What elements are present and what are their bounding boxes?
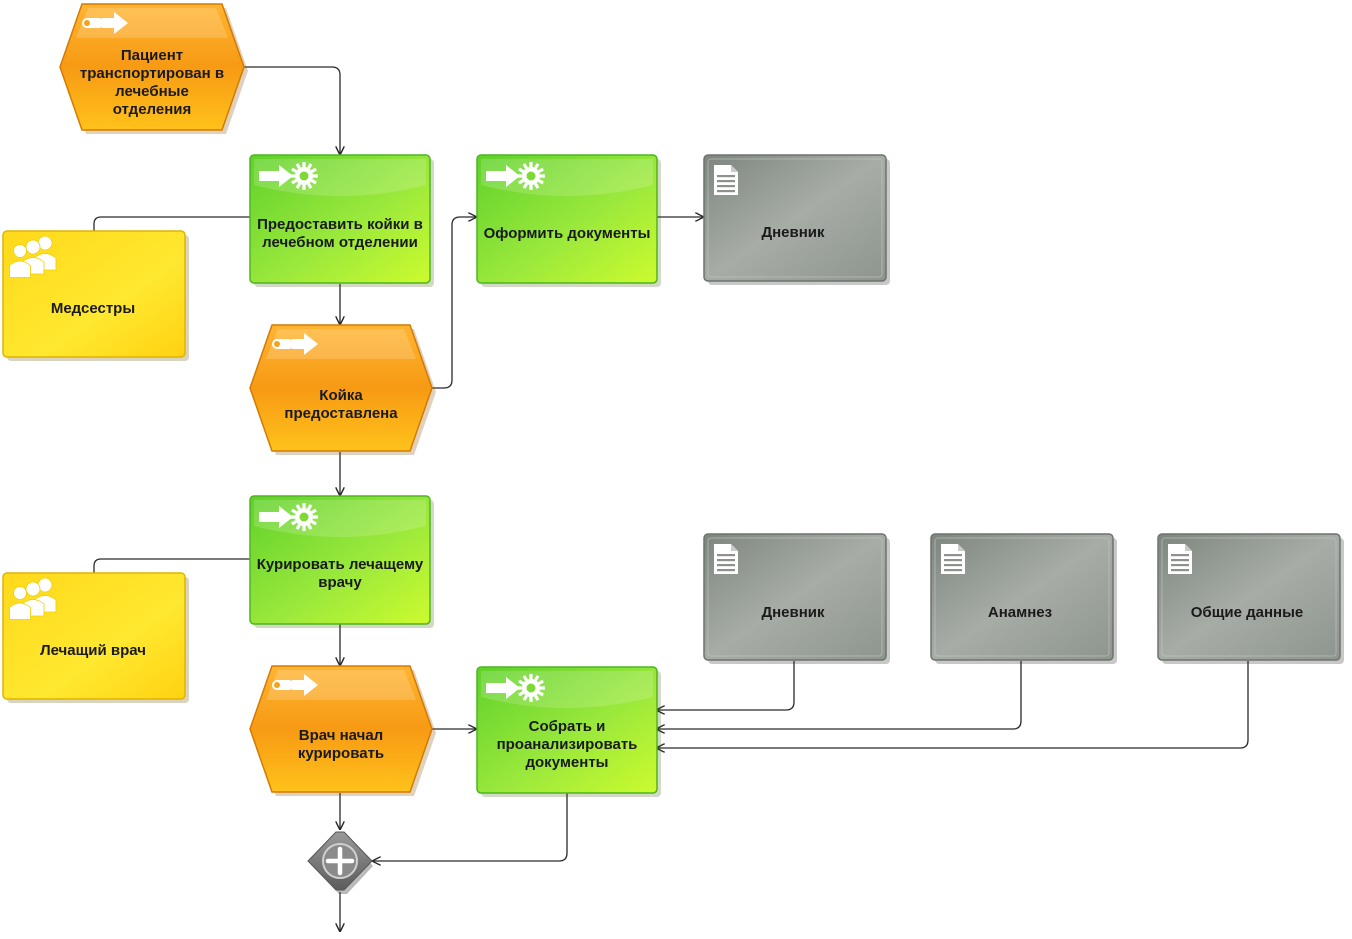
document-icon — [714, 165, 738, 195]
org-unit-node[interactable] — [2, 572, 189, 703]
event-node[interactable] — [59, 3, 248, 134]
events — [59, 3, 436, 796]
event-node[interactable] — [249, 665, 436, 796]
function-node[interactable] — [249, 495, 434, 628]
function-icon — [486, 162, 545, 190]
function-icon — [486, 674, 545, 702]
people-icon — [9, 577, 57, 620]
edge-org1-func1 — [93, 216, 250, 231]
document-node[interactable] — [930, 533, 1117, 664]
event-icon — [82, 12, 128, 34]
document-icon — [714, 544, 738, 574]
and-gateway[interactable] — [307, 831, 373, 894]
edge-doc3-func4 — [656, 661, 1022, 729]
edge-event2-func2 — [430, 217, 477, 389]
event-node[interactable] — [249, 324, 436, 455]
edge-func4-gateway — [372, 793, 568, 861]
function-node[interactable] — [476, 154, 661, 287]
functions — [249, 154, 661, 797]
document-node[interactable] — [703, 533, 890, 664]
edge-org2-func3 — [93, 558, 250, 573]
document-node[interactable] — [1157, 533, 1344, 664]
function-icon — [259, 503, 318, 531]
document-icon — [941, 544, 965, 574]
connectors — [93, 66, 1249, 932]
edge-event1-func1 — [242, 66, 340, 155]
event-icon — [272, 333, 318, 355]
people-icon — [9, 235, 57, 278]
function-icon — [259, 162, 318, 190]
document-icon — [1168, 544, 1192, 574]
org-unit-node[interactable] — [2, 230, 189, 361]
document-node[interactable] — [703, 154, 890, 285]
org-units — [2, 230, 189, 703]
function-node[interactable] — [476, 666, 661, 797]
event-icon — [272, 674, 318, 696]
documents — [703, 154, 1344, 664]
edge-doc2-func4 — [656, 661, 795, 710]
function-node[interactable] — [249, 154, 434, 287]
edge-doc4-func4 — [656, 661, 1249, 748]
